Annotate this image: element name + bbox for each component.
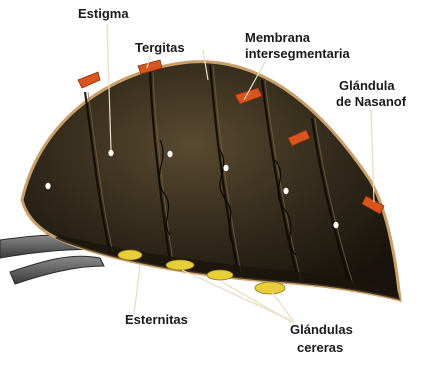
label-tergitas: Tergitas [135, 40, 185, 55]
label-nasanof-line2: de Nasanof [336, 94, 406, 109]
label-nasanof-line1: Glándula [339, 78, 395, 93]
label-esternitas: Esternitas [125, 312, 188, 327]
label-cereras-line1: Glándulas [290, 322, 353, 337]
label-cereras-line2: cereras [297, 340, 343, 355]
label-estigma: Estigma [78, 6, 129, 21]
label-membrana-line2: intersegmentaria [245, 46, 350, 61]
label-membrana-line1: Membrana [245, 30, 310, 45]
